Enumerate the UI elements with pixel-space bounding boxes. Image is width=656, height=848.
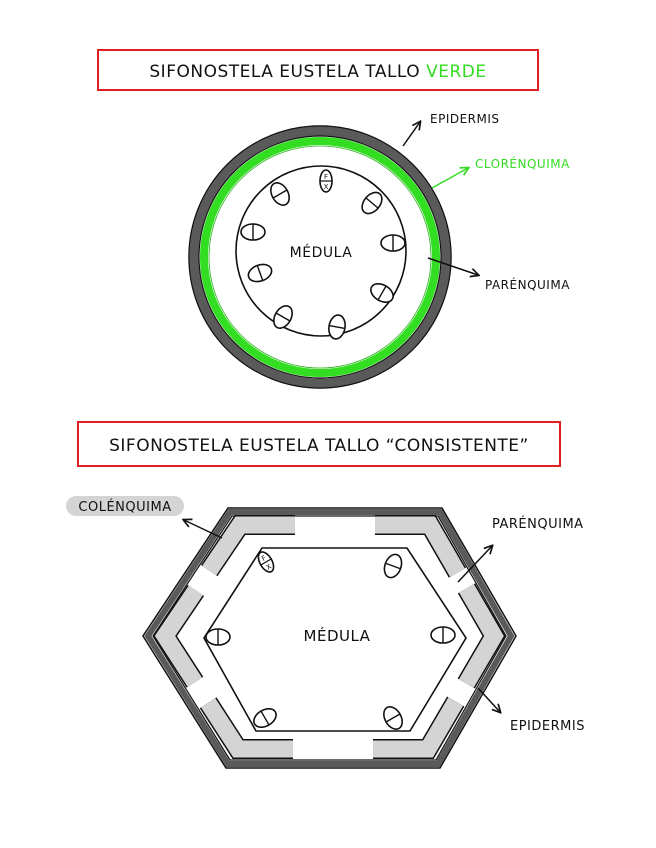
colenquima-patch — [202, 516, 295, 576]
vascular-bundle — [270, 182, 290, 206]
colenquima-patch — [375, 516, 465, 577]
vascular-bundle: FX — [319, 169, 333, 193]
epidermis-ring — [189, 126, 451, 388]
vascular-bundle — [205, 628, 231, 646]
vascular-bundle — [247, 263, 273, 283]
title-box-consistente: SIFONOSTELA EUSTELA TALLO “CONSISTENTE” — [77, 421, 561, 467]
vascular-bundle — [430, 626, 456, 644]
xylem-mark: X — [265, 562, 273, 571]
colenquima-patch — [373, 697, 464, 758]
title-consistente: SIFONOSTELA EUSTELA TALLO “CONSISTENTE” — [109, 436, 529, 456]
vascular-bundles-hex: FX — [205, 551, 456, 730]
vascular-bundle — [361, 191, 383, 215]
phloem-mark: F — [324, 173, 328, 181]
clorenquima-ring — [200, 137, 440, 377]
vascular-bundle — [240, 223, 266, 241]
vascular-bundle — [370, 283, 394, 303]
medula-label: MÉDULA — [290, 244, 353, 261]
epidermis-band — [144, 509, 515, 767]
colenquima-patch — [201, 698, 293, 758]
colenquima-arrow — [184, 520, 223, 539]
xylem-mark: X — [324, 183, 329, 191]
epidermis-arrow — [402, 122, 420, 147]
hexagonal-stem-section: MÉDULA FX — [142, 507, 517, 769]
colenquima-label: COLÉNQUIMA — [78, 499, 171, 515]
medula-hexagon — [203, 547, 467, 732]
circular-stem-section: MÉDULA FX — [188, 125, 452, 389]
phloem-mark: F — [260, 554, 267, 563]
epidermis-label-hex: EPIDERMIS — [510, 719, 585, 734]
colenquima-patch — [154, 585, 203, 687]
vascular-bundle: FX — [257, 551, 275, 573]
colenquima-highlight — [66, 496, 184, 516]
vascular-bundle — [273, 305, 293, 329]
colenquima-patch — [458, 584, 504, 688]
parenquima-label-hex: PARÉNQUIMA — [492, 516, 584, 532]
vascular-bundle — [383, 553, 403, 579]
clorenquima-arrow — [431, 168, 468, 189]
vascular-bundle — [380, 234, 406, 252]
epidermis-arrow-hex — [477, 687, 500, 712]
vascular-bundle — [253, 708, 277, 728]
parenquima-arrow-hex — [457, 546, 492, 583]
medula-label-hex: MÉDULA — [304, 626, 371, 645]
parenquima-arrow — [427, 257, 478, 275]
epidermis-label: EPIDERMIS — [430, 112, 500, 126]
title-verde: SIFONOSTELA EUSTELA TALLO VERDE — [149, 62, 486, 82]
clorenquima-label: CLORÉNQUIMA — [475, 156, 570, 171]
colenquima-patches — [153, 515, 506, 759]
title-box-verde: SIFONOSTELA EUSTELA TALLO VERDE — [97, 49, 539, 91]
parenquima-label: PARÉNQUIMA — [485, 277, 570, 292]
vascular-bundle — [383, 706, 403, 730]
vascular-bundle — [328, 314, 346, 340]
vascular-bundles: FX — [240, 169, 406, 340]
